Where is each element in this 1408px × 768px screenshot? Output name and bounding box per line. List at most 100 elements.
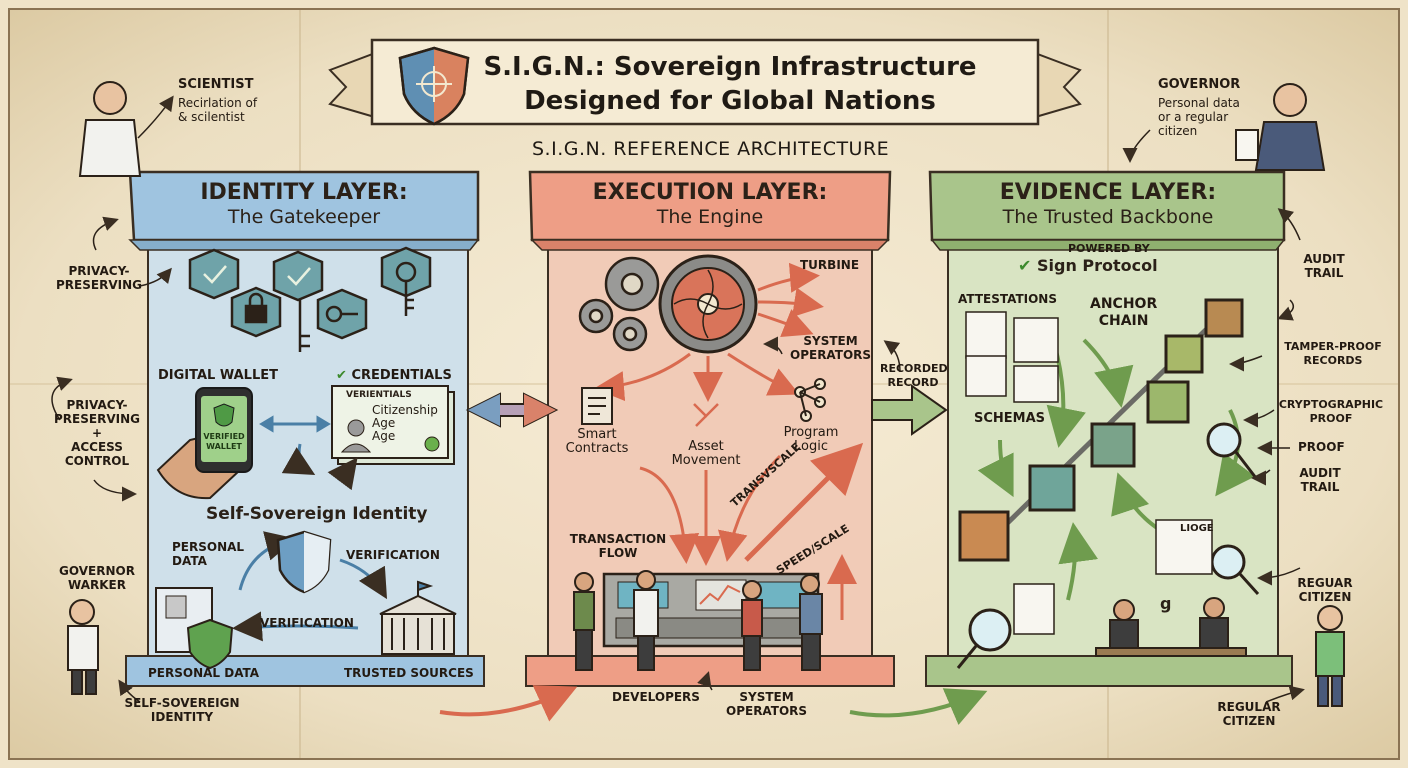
self-sovereign-identity-caption: SELF-SOVEREIGN IDENTITY [122,696,242,724]
stamp-glyph: g [1160,594,1172,613]
reguar-citizen-label: REGUAR CITIZEN [1290,576,1360,604]
base-personal-data-label: PERSONAL DATA [148,666,260,680]
identity-layer-title: IDENTITY LAYER: [200,180,408,205]
access-line: PRESERVING [54,412,140,426]
personal-data-label: PERSONAL DATA [172,540,244,568]
tamper-line: RECORDS [1303,354,1363,367]
asset-movement-label: Asset Movement [666,440,746,468]
recorded-record-label: RECORDED RECORD [880,362,948,390]
architecture-subtitle: S.I.G.N. REFERENCE ARCHITECTURE [532,138,890,160]
governor-figure [1235,83,1326,171]
regular-citizen-line: REGULAR [1217,700,1281,714]
title-banner [328,38,1082,126]
transaction-flow-line: FLOW [598,546,638,560]
wallet-screen-text: VERIFIED WALLET [201,432,247,452]
anchor-chain-line: ANCHOR [1090,296,1158,312]
gears-icon [578,256,660,352]
asset-movement-line: Asset [688,439,724,454]
shield-logo-icon [398,46,470,126]
asset-movement-line: Movement [671,453,741,468]
scientist-caption: Recirlation of & scilentist [178,96,257,124]
scientist-label: SCIENTIST [178,77,254,92]
audit-trail-line: TRAIL [1304,266,1344,280]
governor-worker-line: GOVERNOR [59,564,135,578]
ssi-caption-line: SELF-SOVEREIGN [124,696,240,710]
developer-people [573,570,823,671]
program-logic-line: Logic [794,439,828,454]
governor-worker-line: WARKER [68,578,126,592]
governor-label: GOVERNOR [1158,77,1241,92]
bottom-system-operators-label: SYSTEM OPERATORS [726,690,807,718]
governor-caption-line: Personal data [1158,96,1240,110]
ssi-caption-line: IDENTITY [150,710,214,724]
audit-trail-label: AUDIT TRAIL [1294,252,1354,280]
access-line: ACCESS [71,440,123,454]
smart-contract-icon [581,387,613,425]
audit-trail-2-line: AUDIT [1299,466,1341,480]
governor-worker-figure [67,599,99,695]
schemas-label: SCHEMAS [974,411,1046,426]
credentials-label: ✔ CREDENTIALS [336,368,452,383]
asset-movement-icon [693,403,719,427]
credential-field: Age [372,429,396,443]
access-control-label: PRIVACY- PRESERVING + ACCESS CONTROL [52,398,142,468]
checklist-title: LIOGE [1180,523,1214,534]
wallet-text: WALLET [206,442,242,451]
regular-citizen-line: CITIZEN [1222,714,1276,728]
smart-contracts-line: Contracts [565,441,629,456]
transaction-flow-line: TRANSACTION [569,532,667,546]
digital-wallet-label: DIGITAL WALLET [158,368,278,383]
phone-wallet-icon [156,387,253,500]
attestation-documents [965,311,1059,403]
system-operators-label: SYSTEM OPERATORS [790,334,871,362]
recorded-line: RECORD [887,376,939,389]
tamper-proof-label: TAMPER-PROOF RECORDS [1278,340,1388,368]
audit-trail-2-label: AUDIT TRAIL [1290,466,1350,494]
scientist-figure [78,81,142,177]
privacy-preserving-label: PRIVACY- PRESERVING [54,264,144,292]
evidence-layer-header: EVIDENCE LAYER: The Trusted Backbone [934,180,1282,228]
execution-layer-header: EXECUTION LAYER: The Engine [534,180,886,228]
anchor-chain-line: CHAIN [1098,313,1149,329]
base-trusted-sources-label: TRUSTED SOURCES [344,666,474,680]
ssi-shield-icon [276,530,332,594]
credential-field: Age [372,416,396,430]
identity-layer-header: IDENTITY LAYER: The Gatekeeper [134,180,474,228]
sign-protocol-label: ✔ Sign Protocol [1018,256,1158,275]
execution-evidence-arrow [871,384,948,436]
credential-card-fields: Citizenship Age Age [372,404,438,443]
identity-layer-subtitle: The Gatekeeper [227,206,381,228]
audit-trail-2-line: TRAIL [1300,480,1340,494]
page-title: S.I.G.N.: Sovereign Infrastructure Desig… [440,50,1020,118]
credential-card [331,385,455,465]
check-icon: ✔ [336,368,347,383]
audit-trail-line: AUDIT [1303,252,1345,266]
proof-label: PROOF [1298,440,1345,454]
privacy-line: PRESERVING [56,278,142,292]
credential-field: Citizenship [372,403,438,417]
bottom-ops-line: SYSTEM [739,690,794,704]
access-line: CONTROL [64,454,130,468]
officials-people [1095,597,1247,657]
title-line-2: Designed for Global Nations [524,86,936,116]
bottom-ops-line: OPERATORS [726,704,808,718]
smart-contracts-line: Smart [577,427,617,442]
powered-by-label: POWERED BY [1068,242,1150,255]
check-shield-icon: ✔ [1018,256,1032,275]
verified-text: VERIFIED [203,432,245,441]
title-line-1: S.I.G.N.: Sovereign Infrastructure [483,52,977,82]
scientist-caption-line: Recirlation of [178,96,258,110]
verification-top-label: VERIFICATION [346,548,440,562]
personal-data-line: PERSONAL [172,540,245,554]
governor-caption-line: citizen [1158,124,1198,138]
tamper-line: TAMPER-PROOF [1284,340,1382,353]
crypto-line: CRYPTOGRAPHIC [1278,398,1384,411]
verification-bottom-label: VERIFICATION [260,616,354,630]
system-operators-line: SYSTEM [803,334,858,348]
reguar-citizen-line: CITIZEN [1298,590,1352,604]
governor-worker-label: GOVERNOR WARKER [52,564,142,592]
cryptographic-proof-label: CRYPTOGRAPHIC PROOF [1276,398,1386,426]
turbine-label: TURBINE [800,258,860,272]
anchor-chain [958,298,1244,562]
